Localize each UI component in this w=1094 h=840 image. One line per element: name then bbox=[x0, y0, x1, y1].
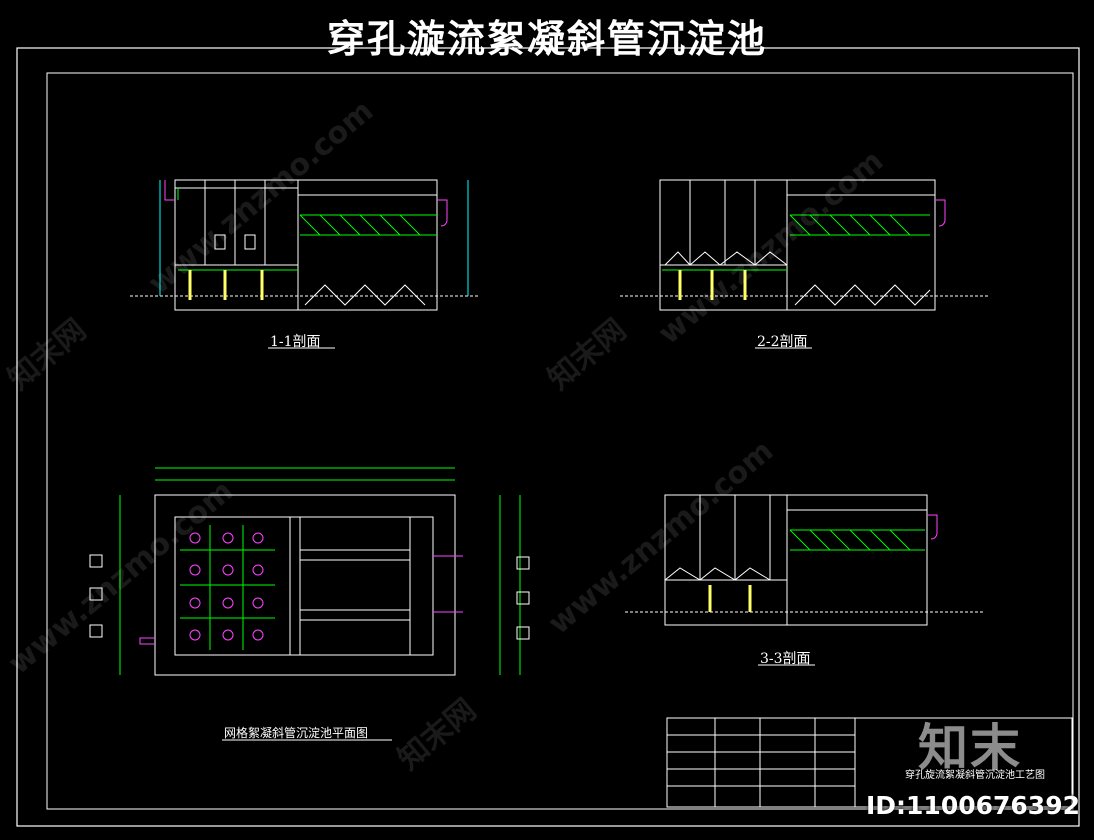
section-1-1-yellow-pipes bbox=[188, 270, 264, 300]
section-2-2-green-hatch bbox=[662, 214, 930, 271]
plan-view-axis-tags bbox=[89, 554, 530, 640]
section-3-3-green-hatch bbox=[789, 529, 925, 551]
plan-view-dims bbox=[119, 467, 521, 675]
section-2-2-label: 2-2剖面 bbox=[757, 334, 808, 350]
plan-view-cells bbox=[180, 525, 275, 650]
section-1-1-cyan-dims bbox=[159, 180, 469, 296]
section-2-2-drawing bbox=[620, 179, 990, 311]
section-1-1-label: 1-1剖面 bbox=[270, 334, 321, 350]
title-block bbox=[666, 717, 1073, 808]
section-1-1-green-hatch bbox=[177, 188, 437, 271]
plan-view-drawing bbox=[154, 494, 456, 676]
plan-view-orifices bbox=[139, 532, 463, 645]
drawing-title: 穿孔漩流絮凝斜管沉淀池 bbox=[326, 17, 767, 61]
plan-view-label: 网格絮凝斜管沉淀池平面图 bbox=[224, 726, 369, 740]
brand-logo: 知末 bbox=[918, 719, 1022, 777]
section-1-1-drawing bbox=[130, 179, 480, 311]
outer-frame bbox=[16, 47, 1080, 827]
section-2-2-yellow-pipes bbox=[678, 270, 747, 300]
section-3-3-label: 3-3剖面 bbox=[760, 651, 811, 667]
inner-frame bbox=[46, 72, 1074, 810]
section-3-3-yellow-pipes bbox=[708, 585, 752, 612]
id-tag: ID:1100676392 bbox=[865, 791, 1080, 820]
title-block-drawing-name: 穿孔旋流絮凝斜管沉淀池工艺图 bbox=[905, 770, 1045, 781]
section-3-3-drawing bbox=[625, 494, 985, 626]
